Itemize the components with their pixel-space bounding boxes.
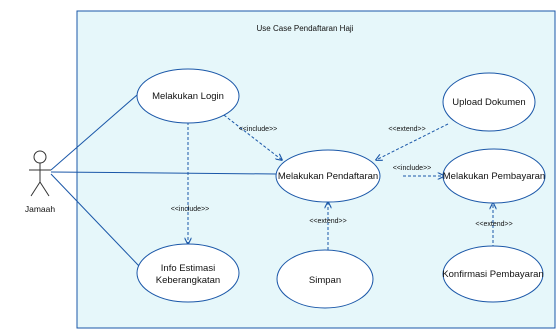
stereotype-include-login-pendaftaran: <<include>>	[239, 126, 278, 133]
use-case-pendaftaran[interactable]: Melakukan Pendaftaran	[275, 149, 381, 203]
use-case-login-label: Melakukan Login	[152, 91, 224, 102]
use-case-info-label-line1: Info Estimasi	[161, 263, 215, 274]
dep-login-pendaftaran	[219, 111, 282, 160]
stereotype-include-pembayaran: <<include>>	[393, 165, 432, 172]
use-case-konfirmasi[interactable]: Konfirmasi Pembayaran	[442, 245, 544, 303]
use-case-pendaftaran-label: Melakukan Pendaftaran	[278, 171, 378, 182]
assoc-pendaftaran	[50, 171, 277, 175]
actor-jamaah[interactable]	[29, 150, 51, 197]
use-case-pembayaran[interactable]: Melakukan Pembayaran	[442, 148, 546, 204]
use-case-login[interactable]: Melakukan Login	[136, 68, 240, 124]
stereotype-include-login-info: <<include>>	[171, 206, 210, 213]
use-case-info-label-line2: Keberangkatan	[156, 275, 220, 286]
associations	[50, 94, 277, 267]
use-case-info-estimasi[interactable]: Info Estimasi Keberangkatan	[136, 243, 240, 303]
use-case-simpan-label: Simpan	[309, 275, 341, 286]
use-case-upload[interactable]: Upload Dokumen	[442, 72, 536, 132]
dep-upload-pendaftaran	[376, 123, 449, 160]
use-case-upload-label: Upload Dokumen	[452, 97, 525, 108]
system-title: Use Case Pendaftaran Haji	[257, 24, 354, 33]
use-case-pembayaran-label: Melakukan Pembayaran	[443, 171, 545, 182]
assoc-login	[50, 94, 138, 171]
stereotype-extend-konfirmasi: <<extend>>	[475, 221, 512, 228]
dependencies	[188, 111, 493, 250]
use-case-konfirmasi-label: Konfirmasi Pembayaran	[442, 269, 543, 280]
use-case-simpan[interactable]: Simpan	[276, 249, 374, 309]
stereotype-extend-upload: <<extend>>	[388, 126, 425, 133]
assoc-info	[50, 173, 140, 267]
stereotype-extend-simpan: <<extend>>	[309, 218, 346, 225]
actor-label: Jamaah	[25, 204, 56, 214]
